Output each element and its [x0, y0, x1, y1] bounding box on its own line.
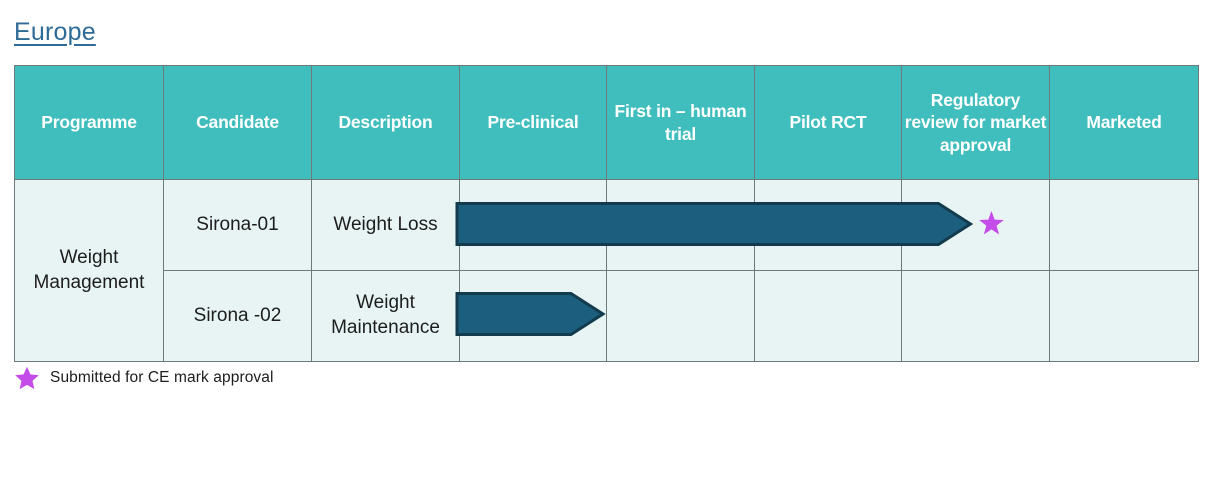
programme-name-cell: Weight Management — [14, 179, 164, 362]
table-header-row: Programme Candidate Description Pre-clin… — [14, 65, 1199, 180]
stage-cell-regulatory-review — [901, 270, 1050, 362]
column-header-description: Description — [311, 65, 460, 180]
candidate-cell: Sirona -02 — [163, 270, 312, 362]
legend-label: Submitted for CE mark approval — [50, 369, 274, 386]
column-header-pilot-rct: Pilot RCT — [754, 65, 902, 180]
column-header-programme: Programme — [14, 65, 164, 180]
stage-cell-marketed — [1049, 270, 1199, 362]
stage-cell-pre-clinical — [459, 270, 607, 362]
column-header-pre-clinical: Pre-clinical — [459, 65, 607, 180]
column-header-first-in-human-trial: First in – human trial — [606, 65, 755, 180]
description-cell: Weight Maintenance — [311, 270, 460, 362]
stage-cell-pre-clinical — [459, 179, 607, 271]
stage-cell-pilot-rct — [754, 179, 902, 271]
description-cell: Weight Loss — [311, 179, 460, 271]
star-icon — [15, 366, 39, 390]
stage-cell-marketed — [1049, 179, 1199, 271]
pipeline-table: Programme Candidate Description Pre-clin… — [14, 65, 1199, 362]
table-row: Weight Management Sirona-01 Weight Loss — [14, 179, 1199, 362]
stage-cell-pilot-rct — [754, 270, 902, 362]
page-title: Europe — [14, 18, 96, 46]
table-row: Sirona -02 Weight Maintenance — [15, 270, 1199, 362]
candidate-cell: Sirona-01 — [163, 179, 312, 271]
column-header-candidate: Candidate — [163, 65, 312, 180]
column-header-regulatory-review: Regulatory review for market approval — [901, 65, 1050, 180]
legend: Submitted for CE mark approval — [14, 365, 274, 391]
column-header-marketed: Marketed — [1049, 65, 1199, 180]
stage-cell-first-in-human-trial — [606, 270, 755, 362]
stage-cell-regulatory-review — [901, 179, 1050, 271]
stage-cell-first-in-human-trial — [606, 179, 755, 271]
